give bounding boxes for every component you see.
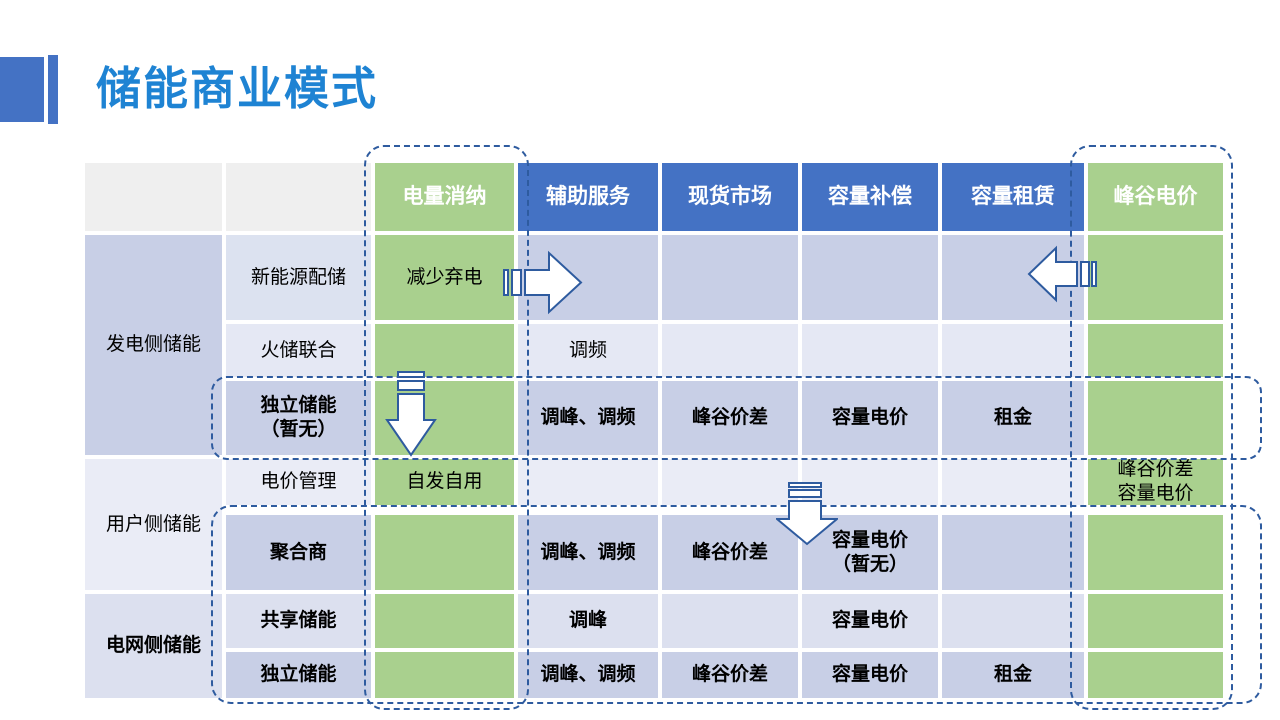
table-cell <box>375 594 514 648</box>
table-cell: 减少弃电 <box>375 235 514 320</box>
column-header-rongliangzulin: 容量租赁 <box>942 163 1084 231</box>
striped-arrow-down-icon <box>384 370 438 458</box>
table-cell <box>942 459 1084 505</box>
table-cell: 自发自用 <box>375 459 514 505</box>
column-header-xianhuoshichang: 现货市场 <box>662 163 798 231</box>
row-label: 聚合商 <box>226 515 371 590</box>
row-label: 电价管理 <box>226 459 371 505</box>
table-cell <box>1088 381 1223 455</box>
table-cell <box>375 324 514 377</box>
title-accent-square <box>0 57 44 122</box>
table-cell <box>1088 652 1223 698</box>
business-model-table: 电量消纳 辅助服务 现货市场 容量补偿 容量租赁 峰谷电价 发电侧储能 用户侧储… <box>85 163 1223 698</box>
page-title: 储能商业模式 <box>96 63 379 114</box>
table-cell: 调峰 <box>518 594 658 648</box>
table-cell: 容量电价 <box>802 381 938 455</box>
table-cell <box>802 235 938 320</box>
header-empty-group <box>85 163 222 231</box>
table-cell <box>662 324 798 377</box>
row-label: 共享储能 <box>226 594 371 648</box>
table-cell: 峰谷价差 容量电价 <box>1088 459 1223 505</box>
table-cell <box>662 459 798 505</box>
title-accent-bar <box>48 55 58 124</box>
table-cell: 容量电价 <box>802 652 938 698</box>
table-cell: 调峰、调频 <box>518 515 658 590</box>
table-cell <box>662 235 798 320</box>
row-label: 新能源配储 <box>226 235 371 320</box>
table-cell: 峰谷价差 <box>662 652 798 698</box>
table-cell <box>375 652 514 698</box>
group-grid-side: 电网侧储能 <box>85 594 222 698</box>
table-cell: 容量电价 <box>802 594 938 648</box>
group-generation-side: 发电侧储能 <box>85 235 222 455</box>
column-header-dianliangxiaona: 电量消纳 <box>375 163 514 231</box>
table-cell: 调频 <box>518 324 658 377</box>
table-cell: 峰谷价差 <box>662 381 798 455</box>
table-cell <box>942 515 1084 590</box>
table-cell: 调峰、调频 <box>518 381 658 455</box>
group-user-side: 用户侧储能 <box>85 459 222 590</box>
row-label: 独立储能 （暂无） <box>226 381 371 455</box>
table-cell <box>375 515 514 590</box>
column-header-fuzhufuwu: 辅助服务 <box>518 163 658 231</box>
striped-arrow-down-icon <box>776 481 838 546</box>
table-cell <box>518 459 658 505</box>
table-cell <box>1088 235 1223 320</box>
dashed-box-column-dianliangxiaona <box>364 145 529 710</box>
dashed-box-rows-grid-side <box>211 505 1262 704</box>
table-cell: 容量电价 （暂无） <box>802 515 938 590</box>
table-cell: 租金 <box>942 381 1084 455</box>
table-cell <box>1088 594 1223 648</box>
table-cell <box>802 324 938 377</box>
table-cell: 租金 <box>942 652 1084 698</box>
striped-arrow-left-icon <box>1026 244 1098 304</box>
column-header-rongliangbuchang: 容量补偿 <box>802 163 938 231</box>
row-label: 火储联合 <box>226 324 371 377</box>
dashed-box-row-duli-chuneng <box>211 376 1262 460</box>
row-label: 独立储能 <box>226 652 371 698</box>
table-cell <box>942 324 1084 377</box>
dashed-box-column-fenggudianjia <box>1070 145 1233 710</box>
header-empty-label <box>226 163 371 231</box>
table-cell <box>802 459 938 505</box>
striped-arrow-right-icon <box>502 249 584 316</box>
table-cell <box>662 594 798 648</box>
table-cell <box>1088 515 1223 590</box>
table-cell: 调峰、调频 <box>518 652 658 698</box>
table-cell <box>1088 324 1223 377</box>
table-cell <box>942 594 1084 648</box>
table-cell: 峰谷价差 <box>662 515 798 590</box>
column-header-fenggudianjia: 峰谷电价 <box>1088 163 1223 231</box>
